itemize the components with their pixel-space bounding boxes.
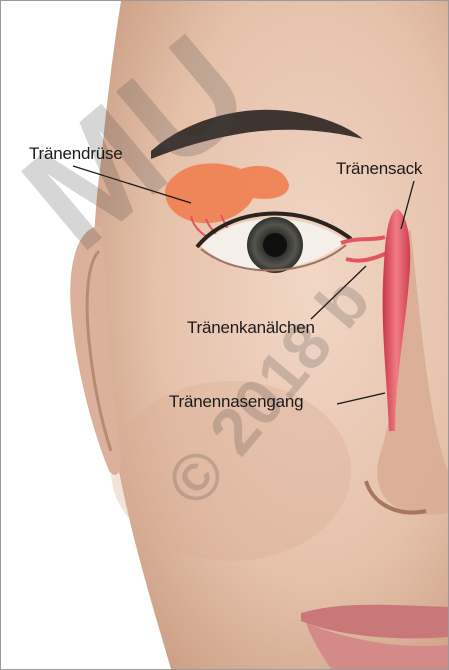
label-nasolacrimal-duct: Tränennasengang [169,392,303,412]
label-canaliculi: Tränenkanälchen [187,318,315,338]
label-lacrimal-gland: Tränendrüse [29,144,123,164]
label-lacrimal-sac: Tränensack [336,159,422,179]
pupil [263,233,287,257]
